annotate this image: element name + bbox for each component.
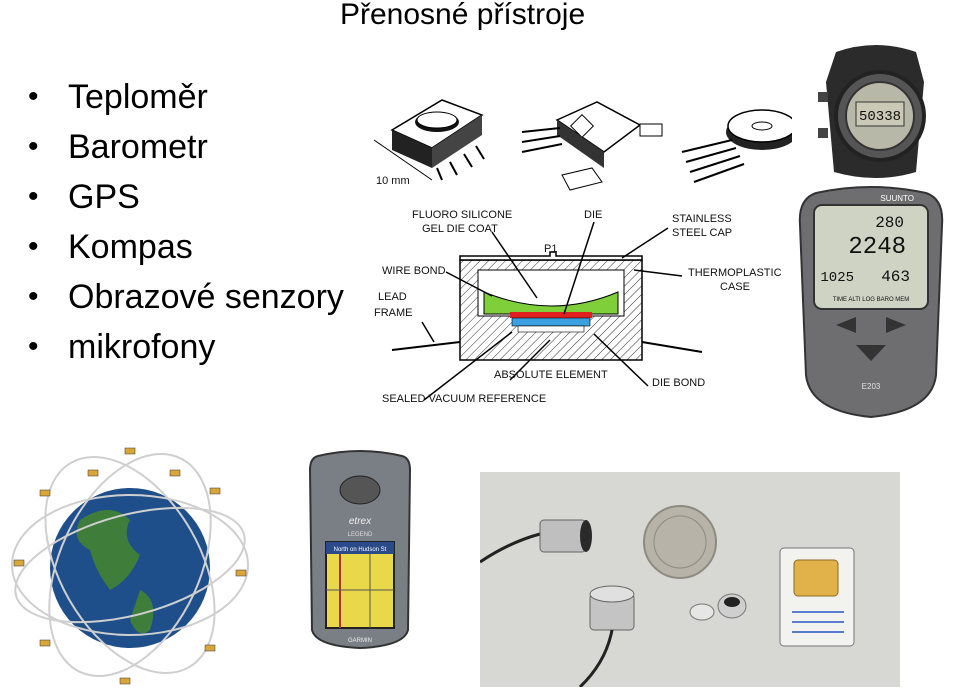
bullet-item: Barometr bbox=[28, 122, 344, 172]
bullet-list: Teploměr Barometr GPS Kompas Obrazové se… bbox=[28, 72, 344, 372]
label-thermoplastic: THERMOPLASTIC bbox=[688, 267, 782, 279]
label-wire-bond: WIRE BOND bbox=[382, 265, 446, 277]
suunto-model: E203 bbox=[862, 382, 881, 391]
etrex-logo: GARMIN bbox=[348, 638, 372, 644]
label-steel-cap: STEEL CAP bbox=[672, 227, 732, 239]
label-die: DIE bbox=[584, 209, 602, 221]
bullet-item: Obrazové senzory bbox=[28, 272, 344, 322]
sensor-package-2 bbox=[521, 101, 663, 191]
pressure-sensor-diagram: 10 mm bbox=[373, 99, 792, 405]
etrex-brand: etrex bbox=[349, 516, 372, 527]
slide-title: Přenosné přístroje bbox=[340, 0, 586, 31]
altimeter-device-image: SUUNTO 280 2248 1025 463 TIME ALTI LOG B… bbox=[798, 186, 944, 419]
scale-label: 10 mm bbox=[376, 175, 410, 187]
watch-display: 50338 bbox=[859, 109, 901, 125]
microphones-photo bbox=[480, 472, 900, 687]
label-gel: GEL DIE COAT bbox=[422, 223, 498, 235]
leader-lines bbox=[421, 221, 683, 401]
label-absolute: ABSOLUTE ELEMENT bbox=[494, 369, 608, 381]
sensor-package-1 bbox=[390, 99, 485, 181]
etrex-model: LEGEND bbox=[348, 532, 373, 538]
label-lead: LEAD bbox=[378, 291, 407, 303]
suunto-line-4: 463 bbox=[881, 268, 910, 286]
label-die-bond: DIE BOND bbox=[652, 377, 705, 389]
bullet-item: GPS bbox=[28, 172, 344, 222]
sensor-package-3 bbox=[681, 109, 792, 183]
suunto-brand: SUUNTO bbox=[880, 194, 914, 203]
wristwatch-image: 50338 bbox=[818, 45, 926, 178]
bullet-item: Teploměr bbox=[28, 72, 344, 122]
label-fluoro: FLUORO SILICONE bbox=[412, 209, 512, 221]
suunto-menu: TIME ALTI LOG BARO MEM bbox=[833, 297, 910, 303]
label-sealed: SEALED VACUUM REFERENCE bbox=[382, 393, 546, 405]
etrex-screen: North on Hudson St bbox=[334, 547, 387, 553]
scale-line bbox=[373, 139, 433, 181]
bullet-item: Kompas bbox=[28, 222, 344, 272]
handheld-gps-image: etrex LEGEND North on Hudson St GARMIN bbox=[308, 450, 412, 650]
bullet-item: mikrofony bbox=[28, 322, 344, 372]
label-p1: P1 bbox=[544, 243, 557, 255]
sensor-cross-section bbox=[391, 251, 703, 361]
suunto-line-1: 280 bbox=[875, 214, 904, 232]
suunto-line-2: 2248 bbox=[848, 234, 906, 261]
label-case: CASE bbox=[720, 281, 750, 293]
label-stainless: STAINLESS bbox=[672, 213, 732, 225]
label-frame: FRAME bbox=[374, 307, 413, 319]
suunto-line-3: 1025 bbox=[820, 270, 854, 286]
gps-satellite-globe-image bbox=[11, 447, 249, 685]
